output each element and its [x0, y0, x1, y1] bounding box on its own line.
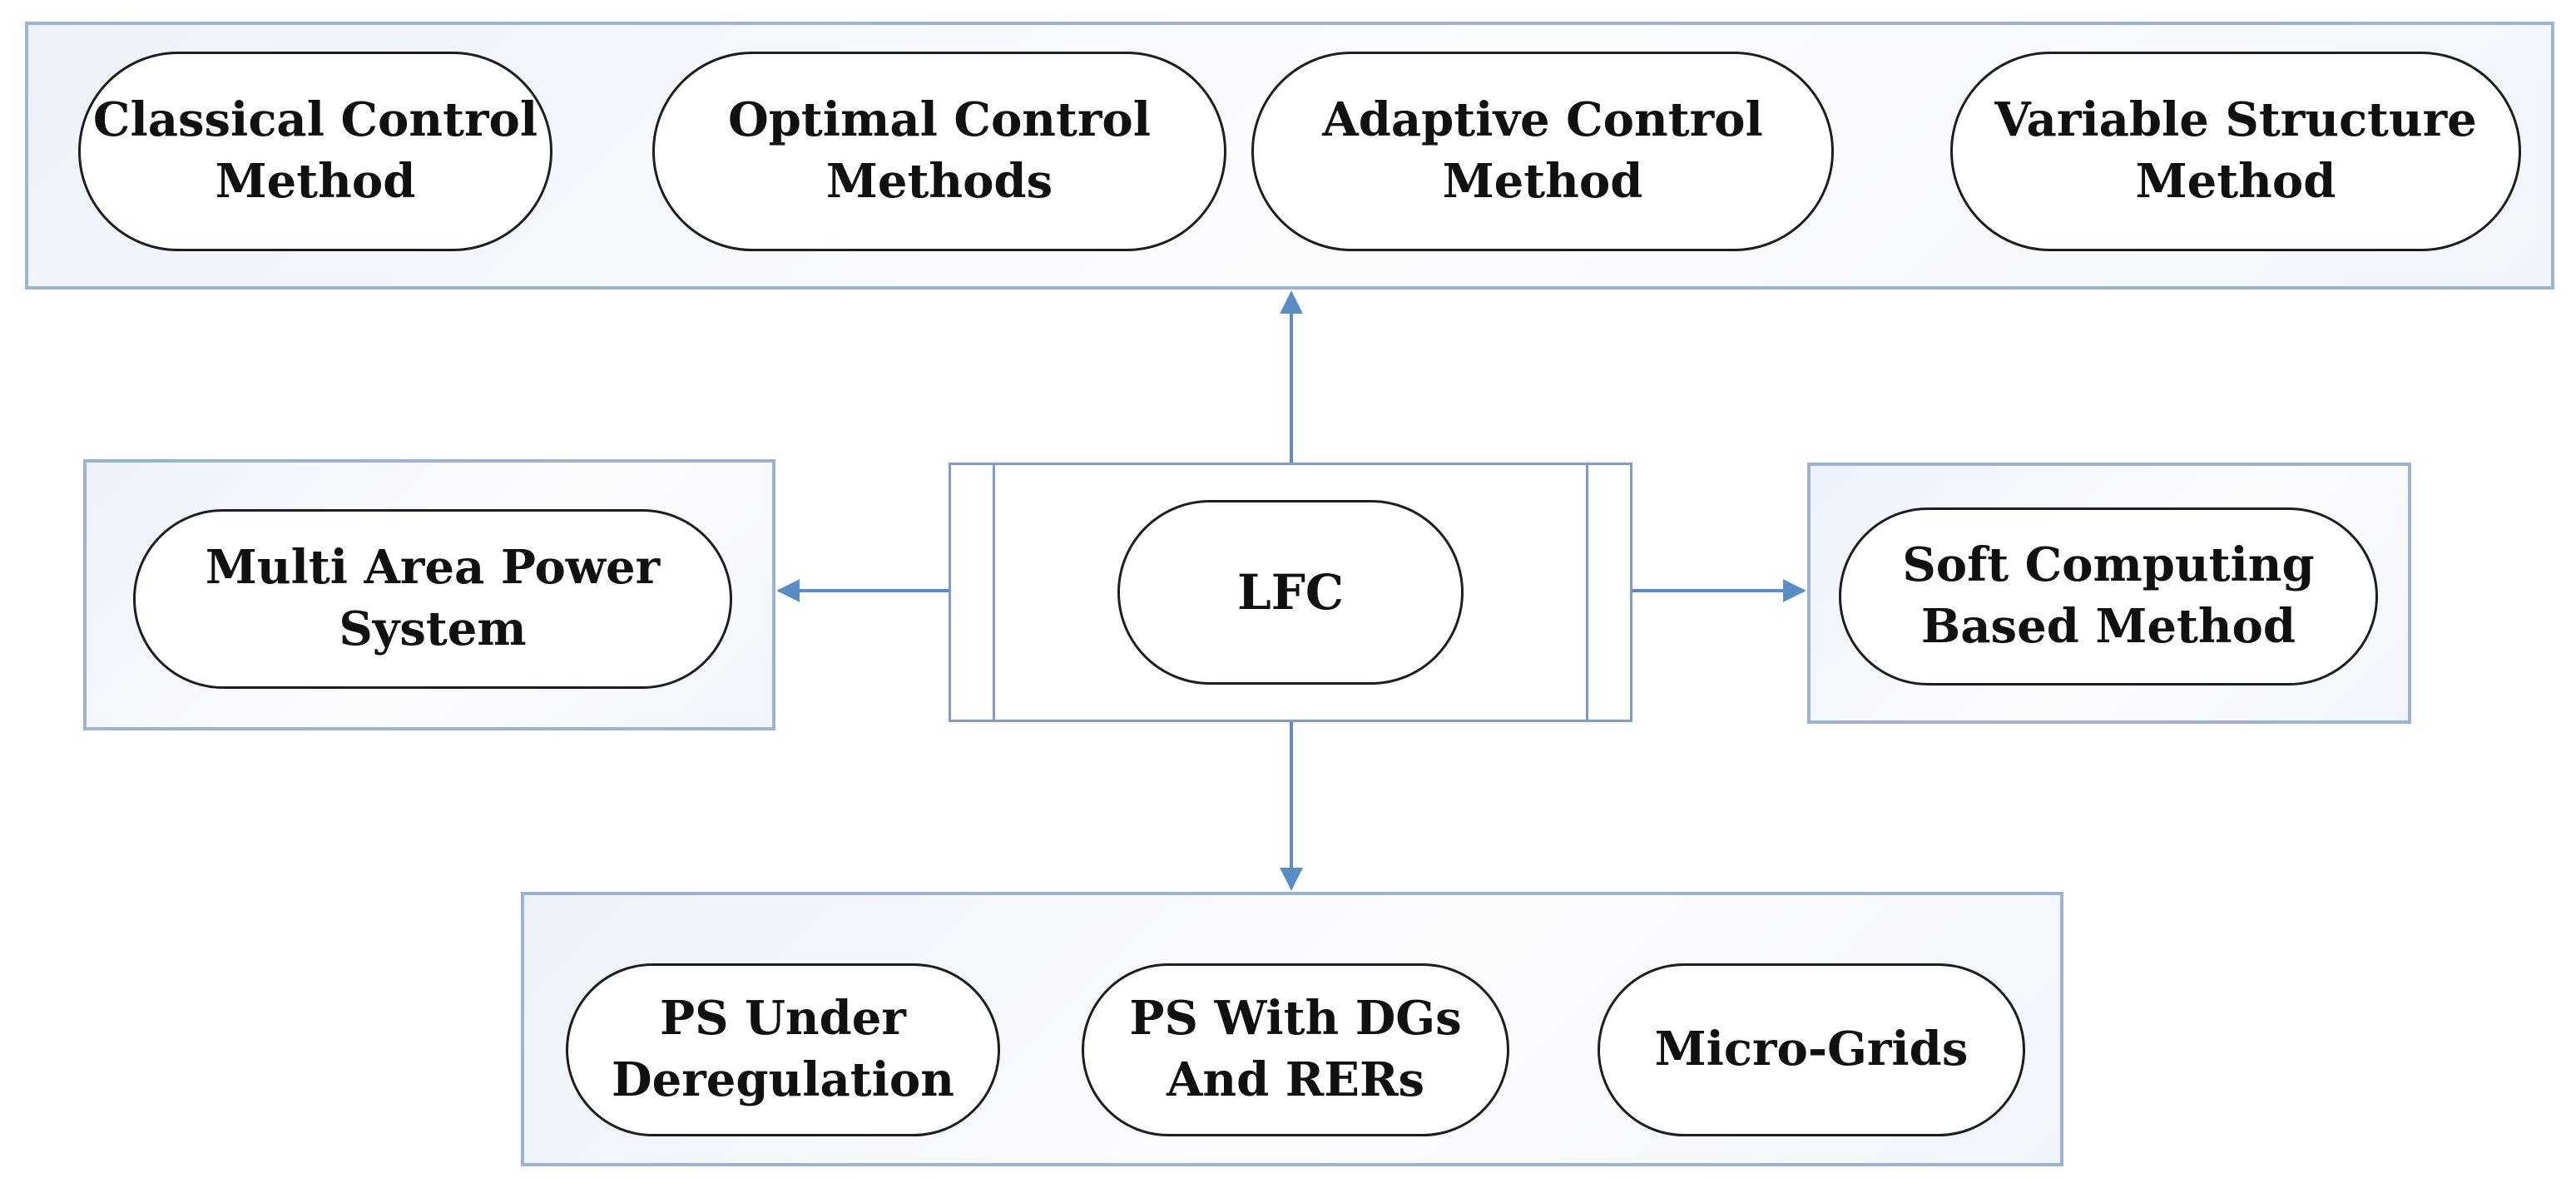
control-methods-panel: Classical Control Method Optimal Control… — [25, 22, 2554, 290]
node-label-line1: Variable Structure — [1994, 92, 2477, 148]
lfc-right-bar — [1586, 465, 1588, 720]
micro-grids-node: Micro-Grids — [1598, 963, 2025, 1136]
ps-under-deregulation-node: PS Under Deregulation — [566, 963, 1000, 1136]
lfc-left-bar — [993, 465, 995, 720]
classical-control-method-node: Classical Control Method — [78, 52, 552, 251]
lfc-node: LFC — [1117, 500, 1464, 685]
node-label-line1: Soft Computing — [1902, 537, 2315, 593]
node-label-line2: Deregulation — [612, 1052, 954, 1107]
node-label-line2: System — [339, 601, 527, 656]
multi-area-panel: Multi Area Power System — [83, 459, 775, 730]
soft-computing-panel: Soft Computing Based Method — [1807, 463, 2411, 724]
multi-area-power-system-node: Multi Area Power System — [133, 509, 732, 689]
node-label-line1: Micro-Grids — [1654, 1022, 1969, 1077]
adaptive-control-method-node: Adaptive Control Method — [1251, 52, 1834, 251]
variable-structure-method-node: Variable Structure Method — [1950, 52, 2521, 251]
node-label-line1: Multi Area Power — [205, 540, 661, 596]
node-label-line2: And RERs — [1166, 1052, 1425, 1107]
lfc-label: LFC — [1236, 563, 1345, 621]
node-label-line1: PS Under — [660, 991, 906, 1047]
node-label-line2: Method — [1442, 154, 1643, 209]
soft-computing-based-method-node: Soft Computing Based Method — [1839, 507, 2378, 686]
optimal-control-methods-node: Optimal Control Methods — [652, 52, 1226, 251]
node-label-line1: PS With DGs — [1129, 991, 1462, 1047]
node-label-line2: Methods — [825, 154, 1053, 209]
lfc-process-box: LFC — [949, 463, 1632, 722]
node-label-line1: Adaptive Control — [1322, 92, 1763, 148]
node-label-line2: Based Method — [1920, 599, 2296, 654]
ps-with-dgs-and-rers-node: PS With DGs And RERs — [1082, 963, 1509, 1136]
node-label-line1: Optimal Control — [727, 92, 1152, 148]
power-system-types-panel: PS Under Deregulation PS With DGs And RE… — [521, 892, 2063, 1166]
node-label-line2: Method — [215, 154, 416, 209]
node-label-line1: Classical Control — [92, 92, 538, 148]
node-label-line2: Method — [2135, 154, 2336, 209]
